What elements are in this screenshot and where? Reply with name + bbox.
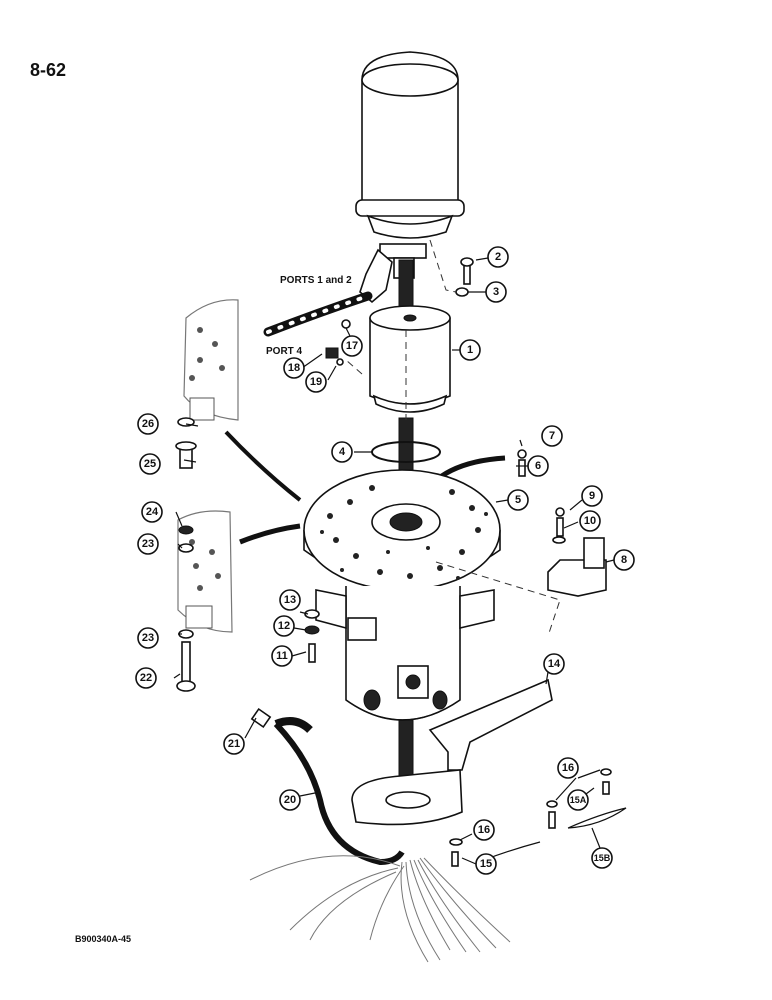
swivel-body xyxy=(369,305,451,413)
svg-text:3: 3 xyxy=(493,286,499,298)
callout-9: 9 xyxy=(581,485,603,507)
top-canister xyxy=(355,51,465,239)
callout-15: 15 xyxy=(475,853,497,875)
alignment-lines xyxy=(345,239,561,637)
callout-17: 17 xyxy=(341,335,363,357)
page-number: 8-62 xyxy=(30,60,67,80)
callout-5: 5 xyxy=(507,489,529,511)
callout-16-upper: 16 xyxy=(557,757,579,779)
svg-text:2: 2 xyxy=(495,251,501,263)
svg-text:16: 16 xyxy=(478,824,490,836)
callout-18: 18 xyxy=(283,357,305,379)
callout-1: 1 xyxy=(459,339,481,361)
callout-4: 4 xyxy=(331,441,353,463)
svg-text:8: 8 xyxy=(621,554,627,566)
svg-text:18: 18 xyxy=(288,362,300,374)
svg-text:6: 6 xyxy=(535,460,541,472)
document-code: B900340A-45 xyxy=(75,934,132,944)
svg-text:24: 24 xyxy=(146,506,159,518)
callout-15a: 15A xyxy=(567,789,589,811)
callout-19: 19 xyxy=(305,371,327,393)
svg-text:13: 13 xyxy=(284,594,296,606)
callout-3: 3 xyxy=(485,281,507,303)
callout-12: 12 xyxy=(273,615,295,637)
svg-text:22: 22 xyxy=(140,672,152,684)
callout-10: 10 xyxy=(579,510,601,532)
callout-2: 2 xyxy=(487,246,509,268)
cable-harness xyxy=(249,855,511,963)
hose-left-lower xyxy=(239,523,301,545)
svg-text:19: 19 xyxy=(310,376,322,388)
hose-left-upper xyxy=(224,430,302,502)
callout-21: 21 xyxy=(223,733,245,755)
svg-text:9: 9 xyxy=(589,490,595,502)
callout-23-lower: 23 xyxy=(137,627,159,649)
callout-16-lower: 16 xyxy=(473,819,495,841)
callout-22: 22 xyxy=(135,667,157,689)
lower-housing xyxy=(315,586,495,721)
svg-text:7: 7 xyxy=(549,430,555,442)
callout-20: 20 xyxy=(279,789,301,811)
svg-text:4: 4 xyxy=(339,446,346,458)
ports-1-2-label: PORTS 1 and 2 xyxy=(280,275,352,286)
svg-text:23: 23 xyxy=(142,632,154,644)
callout-15b: 15B xyxy=(591,847,613,869)
svg-text:17: 17 xyxy=(346,340,358,352)
loose-hardware xyxy=(175,257,627,867)
svg-text:10: 10 xyxy=(584,515,596,527)
elbow-fitting xyxy=(359,248,393,304)
left-platform-lower xyxy=(177,510,233,633)
svg-text:26: 26 xyxy=(142,418,154,430)
callout-8: 8 xyxy=(613,549,635,571)
callout-13: 13 xyxy=(279,589,301,611)
svg-text:5: 5 xyxy=(515,494,521,506)
svg-text:14: 14 xyxy=(548,658,561,670)
svg-text:11: 11 xyxy=(276,650,288,662)
svg-text:23: 23 xyxy=(142,538,154,550)
callout-24: 24 xyxy=(141,501,163,523)
swivel-mount-plate xyxy=(303,469,501,591)
port-4-label: PORT 4 xyxy=(266,346,303,357)
callout-6: 6 xyxy=(527,455,549,477)
callout-25: 25 xyxy=(139,453,161,475)
left-platform-upper xyxy=(183,299,239,421)
callout-14: 14 xyxy=(543,653,565,675)
svg-text:15: 15 xyxy=(480,858,492,870)
svg-text:12: 12 xyxy=(278,620,290,632)
svg-text:15A: 15A xyxy=(570,795,587,805)
svg-text:16: 16 xyxy=(562,762,574,774)
callout-23-upper: 23 xyxy=(137,533,159,555)
torque-arm xyxy=(351,678,553,826)
callout-7: 7 xyxy=(541,425,563,447)
svg-text:20: 20 xyxy=(284,794,296,806)
svg-text:15B: 15B xyxy=(594,853,611,863)
hose-assembly xyxy=(250,707,405,866)
svg-text:21: 21 xyxy=(228,738,240,750)
svg-text:1: 1 xyxy=(467,344,473,356)
callout-26: 26 xyxy=(137,413,159,435)
svg-text:25: 25 xyxy=(144,458,156,470)
callout-11: 11 xyxy=(271,645,293,667)
